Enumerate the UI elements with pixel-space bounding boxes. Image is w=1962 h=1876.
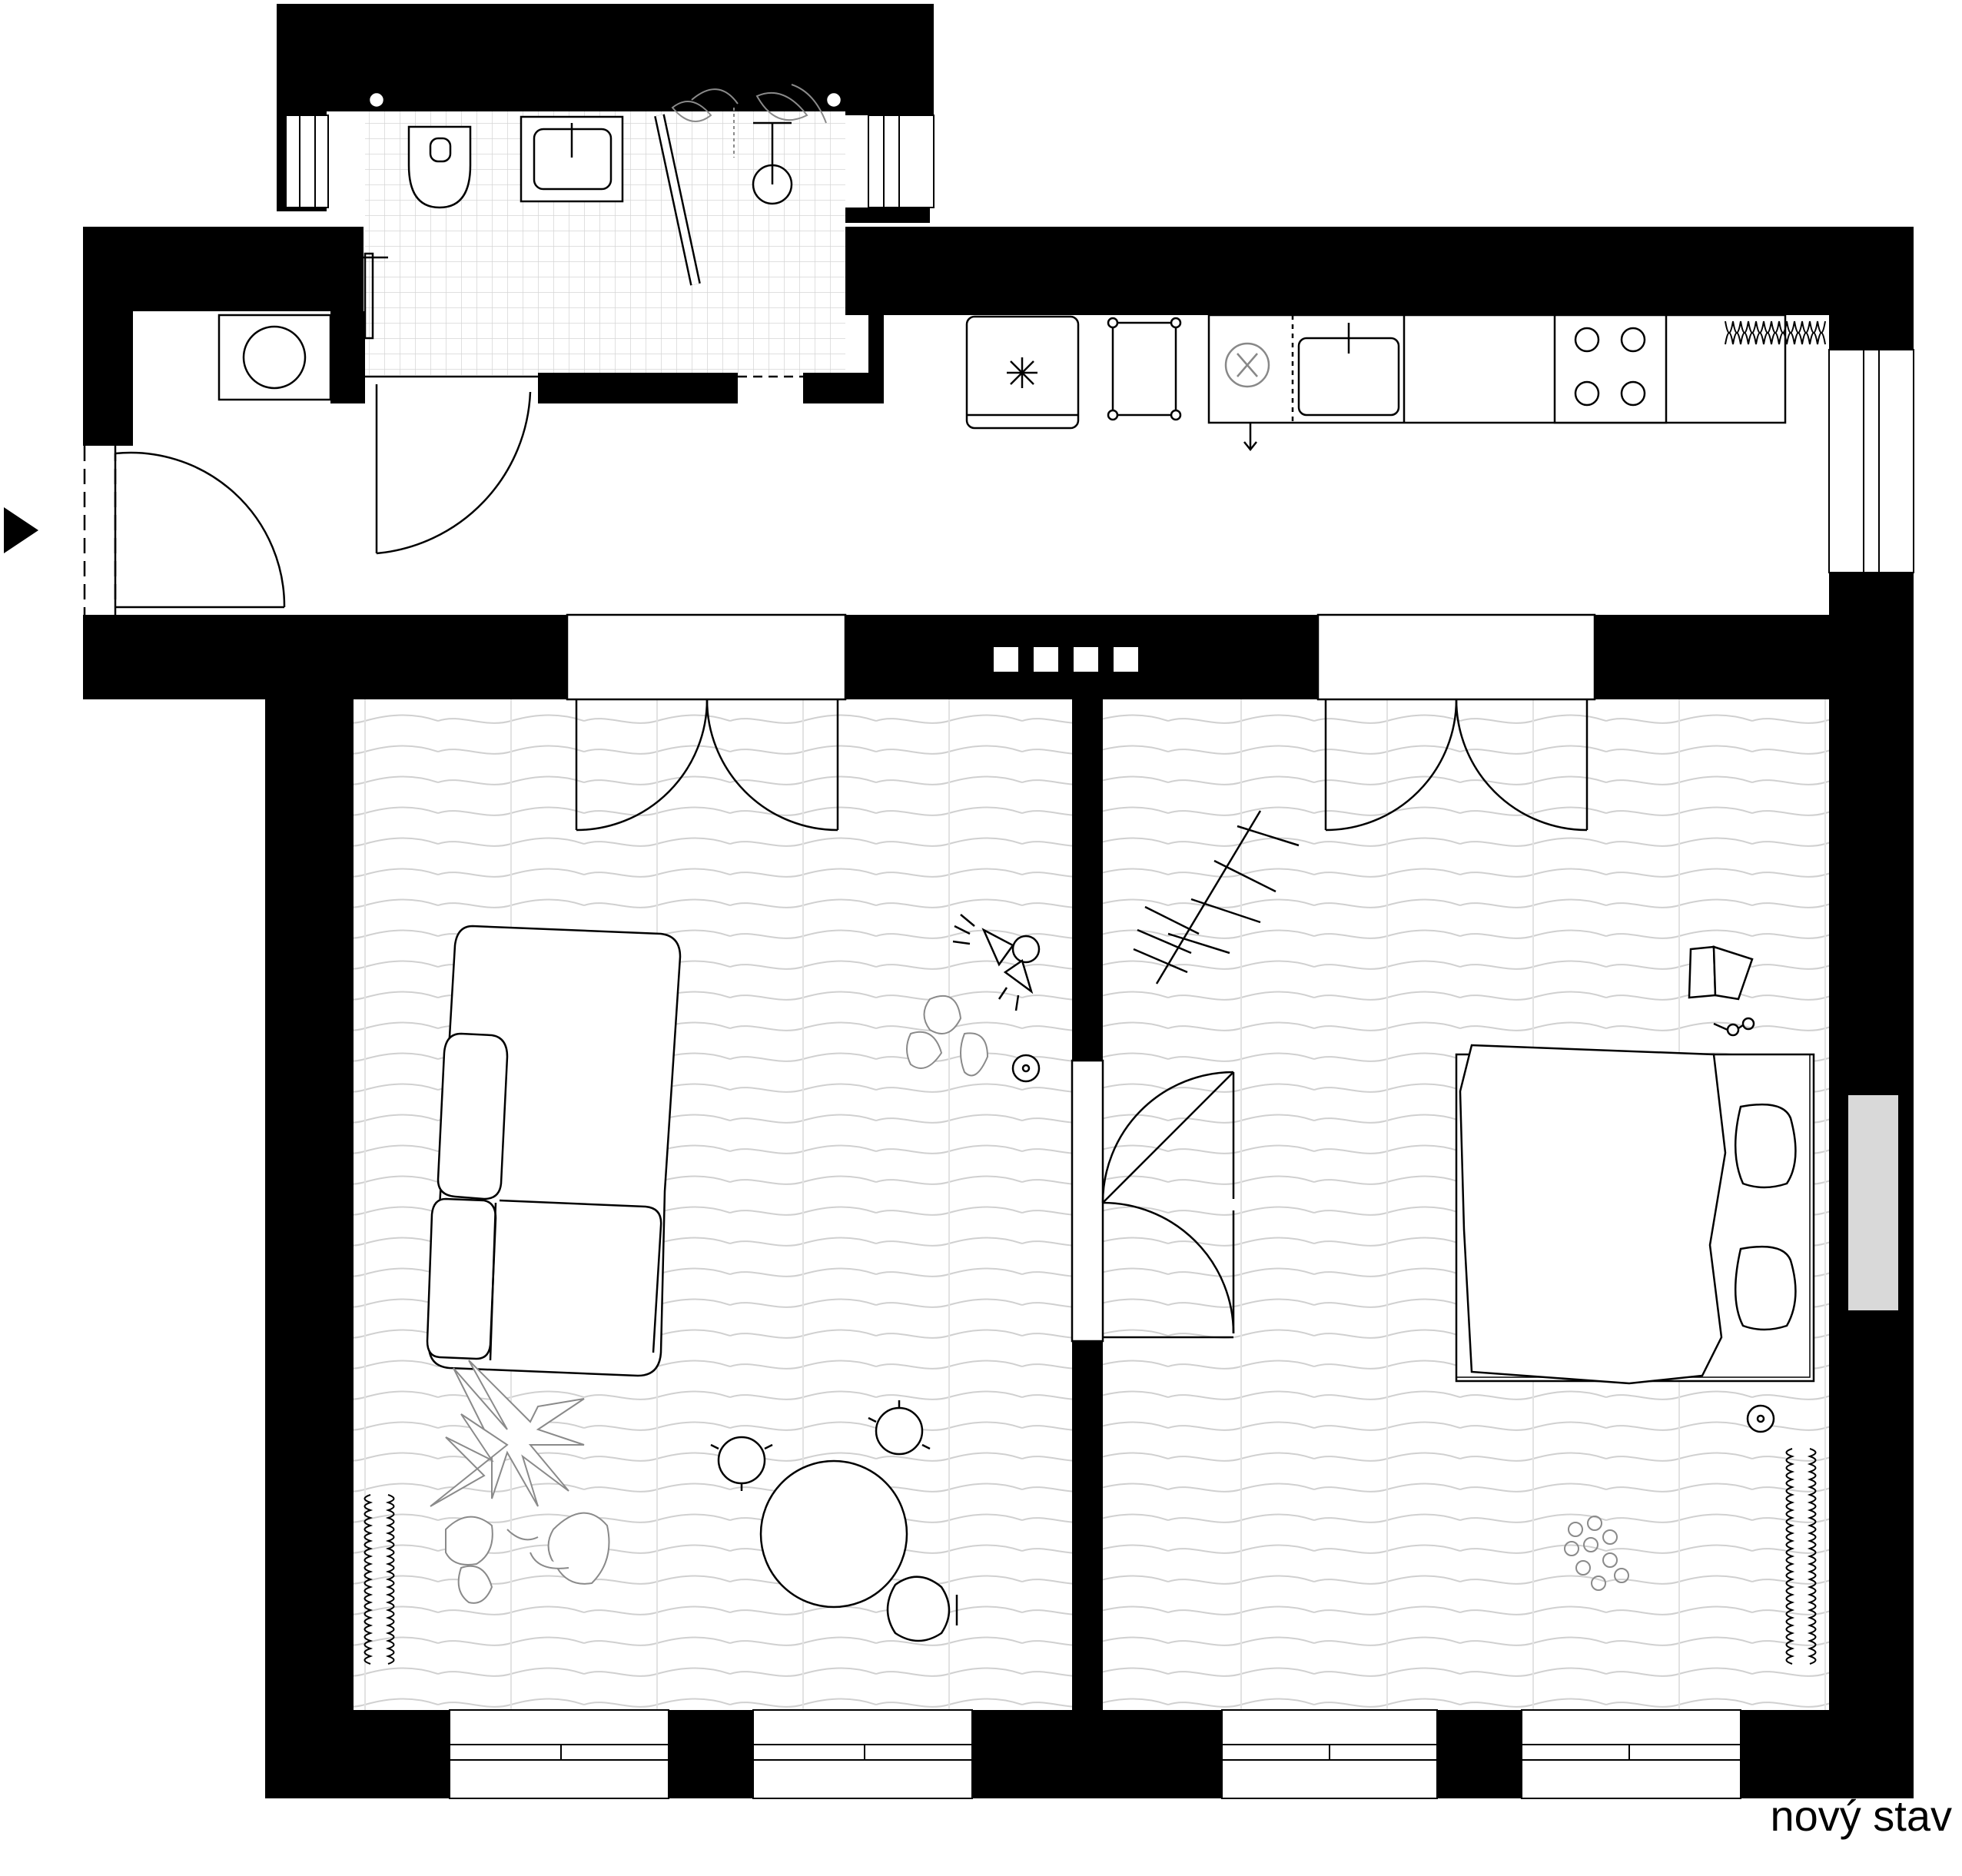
ventilation-openings (994, 647, 1138, 672)
chair-icon (886, 1576, 958, 1642)
door-swing-icon (365, 375, 803, 555)
plant-icon (430, 1360, 610, 1604)
radiator-icon (1785, 1448, 1817, 1665)
dishwasher-icon (1107, 317, 1182, 421)
pillow-icon (1734, 1245, 1797, 1331)
plant-icon (906, 995, 989, 1077)
plant-icon (671, 84, 827, 158)
door-swing-icon (83, 446, 286, 615)
door-swing-icon (1071, 1059, 1235, 1343)
kitchen-sink-icon (1207, 314, 1787, 452)
pillow-icon (1734, 1103, 1797, 1189)
lamp-icon (1746, 1404, 1775, 1433)
cooktop-icon (1553, 314, 1668, 424)
bed-icon (1455, 1044, 1815, 1385)
walls (83, 4, 1914, 1798)
towel-radiator-icon (361, 252, 388, 340)
radiator-icon (364, 1494, 395, 1665)
radiator-panel (1848, 1095, 1898, 1310)
glasses-icon (1713, 1017, 1755, 1037)
radiator-icon (1725, 320, 1826, 345)
plant-icon (1564, 1516, 1629, 1591)
floor-lamp-icon (952, 914, 1041, 1083)
washing-machine-icon (217, 314, 332, 401)
dining-table-icon (710, 1400, 958, 1642)
shower-icon (654, 114, 793, 286)
toilet-icon (407, 125, 472, 209)
fridge-icon (965, 315, 1080, 430)
chair-icon (710, 1436, 773, 1491)
coat-rack-icon (1133, 810, 1300, 984)
window-icon (285, 115, 1914, 1799)
sofa-icon (426, 925, 682, 1377)
book-icon (1688, 945, 1754, 1001)
door-swing-icon (1316, 613, 1596, 832)
door-swing-icon (566, 613, 847, 832)
bathroom-sink-icon (520, 115, 624, 203)
plan-caption: nový stav (1770, 1791, 1952, 1840)
entrance-arrow-icon (4, 507, 38, 553)
chair-icon (868, 1400, 931, 1456)
